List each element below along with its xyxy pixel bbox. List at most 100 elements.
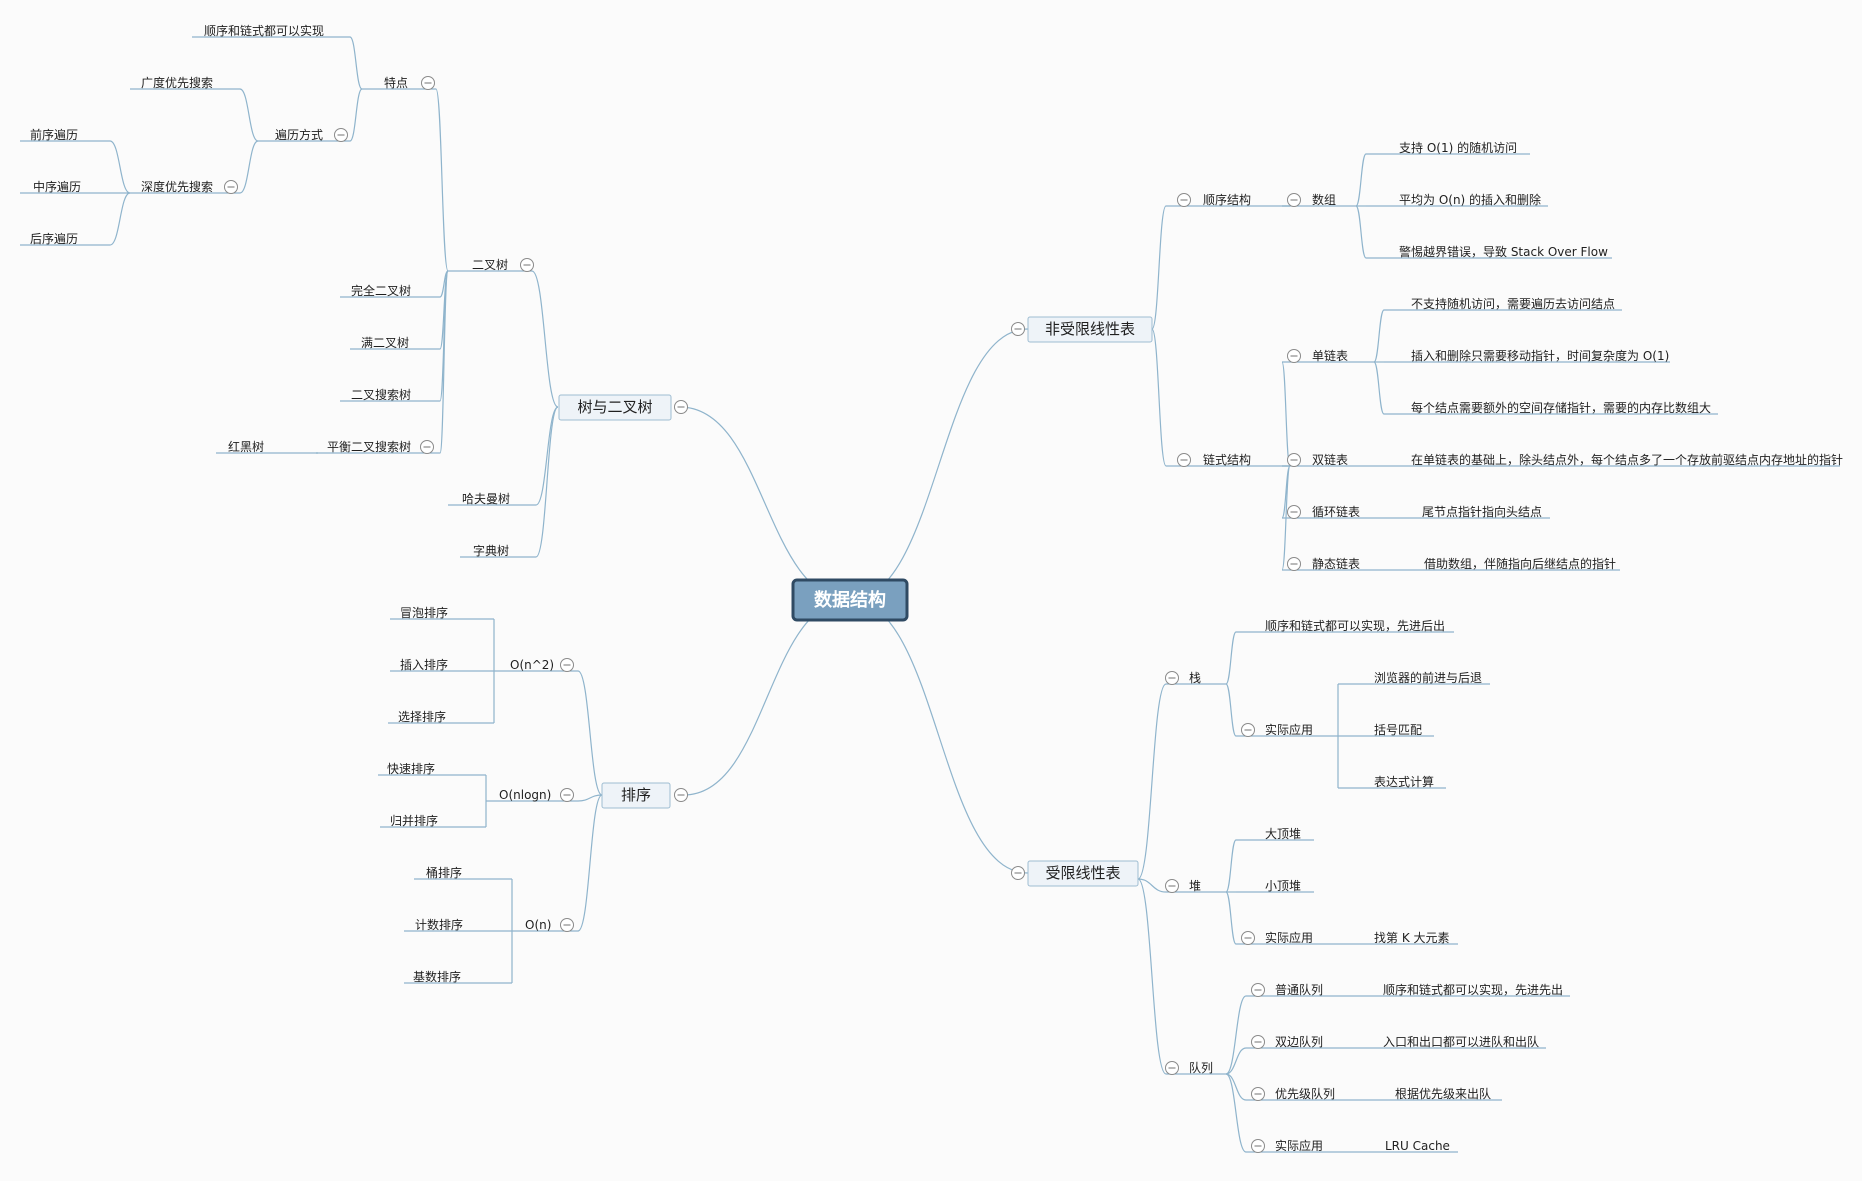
node-sort-bubble[interactable]: 冒泡排序 (400, 605, 448, 620)
connector-line (439, 270, 449, 454)
collapse-toggle-icon[interactable] (1251, 1087, 1265, 1101)
node-sort-insert[interactable]: 插入排序 (400, 657, 448, 672)
collapse-toggle-icon[interactable] (420, 440, 434, 454)
collapse-toggle-icon[interactable] (334, 128, 348, 142)
node-nonres-s3[interactable]: 每个结点需要额外的空间存储指针，需要的内存比数组大 (1411, 400, 1711, 415)
node-res-sa1[interactable]: 浏览器的前进与后退 (1374, 670, 1482, 685)
node-nonres-st1[interactable]: 借助数组，伴随指向后继结点的指针 (1424, 556, 1616, 571)
node-tree-features-item[interactable]: 顺序和链式都可以实现 (204, 23, 324, 38)
collapse-toggle-icon[interactable] (1241, 723, 1255, 737)
node-tree-features[interactable]: 特点 (384, 75, 408, 90)
node-res-q2[interactable]: 双边队列 (1275, 1034, 1323, 1049)
node-nonres-static[interactable]: 静态链表 (1312, 556, 1360, 571)
node-tree-balanced[interactable]: 平衡二叉搜索树 (327, 439, 411, 454)
collapse-toggle-icon[interactable] (674, 788, 688, 802)
connector-line (239, 140, 259, 194)
collapse-toggle-icon[interactable] (1287, 453, 1301, 467)
node-res-sa3[interactable]: 表达式计算 (1374, 774, 1434, 789)
node-tree-traversal[interactable]: 遍历方式 (275, 127, 323, 142)
connector-line (1225, 1047, 1247, 1075)
node-nonres-s1[interactable]: 不支持随机访问，需要遍历去访问结点 (1411, 296, 1615, 311)
node-tree-trie[interactable]: 字典树 (473, 543, 509, 558)
node-res-q1d[interactable]: 顺序和链式都可以实现，先进先出 (1383, 982, 1563, 997)
node-nonres-d1[interactable]: 在单链表的基础上，除头结点外，每个结点多了一个存放前驱结点内存地址的指针 (1411, 452, 1843, 467)
collapse-toggle-icon[interactable] (1165, 879, 1179, 893)
node-sort-select[interactable]: 选择排序 (398, 709, 446, 724)
node-tree-huffman[interactable]: 哈夫曼树 (462, 491, 510, 506)
node-nonres-a1[interactable]: 支持 O(1) 的随机访问 (1399, 140, 1517, 155)
topic-node-topics-nonres[interactable]: 非受限线性表 (1027, 316, 1153, 343)
node-tree-mid[interactable]: 中序遍历 (33, 179, 81, 194)
collapse-toggle-icon[interactable] (1287, 505, 1301, 519)
node-nonres-array[interactable]: 数组 (1312, 192, 1336, 207)
collapse-toggle-icon[interactable] (1011, 322, 1025, 336)
node-nonres-a2[interactable]: 平均为 O(n) 的插入和删除 (1399, 192, 1541, 207)
node-nonres-c1[interactable]: 尾节点指针指向头结点 (1422, 504, 1542, 519)
collapse-toggle-icon[interactable] (1165, 671, 1179, 685)
collapse-toggle-icon[interactable] (421, 76, 435, 90)
node-tree-binary[interactable]: 二叉树 (472, 257, 508, 272)
collapse-toggle-icon[interactable] (1287, 193, 1301, 207)
node-tree-complete[interactable]: 完全二叉树 (351, 283, 411, 298)
collapse-toggle-icon[interactable] (1251, 1035, 1265, 1049)
node-nonres-seq[interactable]: 顺序结构 (1203, 192, 1251, 207)
node-nonres-single[interactable]: 单链表 (1312, 348, 1348, 363)
node-sort-nlogn[interactable]: O(nlogn) (499, 788, 551, 802)
collapse-toggle-icon[interactable] (224, 180, 238, 194)
node-res-q4[interactable]: 实际应用 (1275, 1138, 1323, 1153)
collapse-toggle-icon[interactable] (1177, 193, 1191, 207)
node-res-q3d[interactable]: 根据优先级来出队 (1395, 1086, 1491, 1101)
node-res-heap2[interactable]: 小顶堆 (1265, 879, 1301, 893)
node-res-sa2[interactable]: 括号匹配 (1374, 722, 1422, 737)
collapse-toggle-icon[interactable] (674, 400, 688, 414)
node-sort-count[interactable]: 计数排序 (415, 917, 463, 932)
collapse-toggle-icon[interactable] (1177, 453, 1191, 467)
node-nonres-a3[interactable]: 警惕越界错误，导致 Stack Over Flow (1399, 244, 1608, 259)
collapse-toggle-icon[interactable] (1251, 983, 1265, 997)
node-res-stack-app[interactable]: 实际应用 (1265, 722, 1313, 737)
collapse-toggle-icon[interactable] (560, 658, 574, 672)
node-tree-pre[interactable]: 前序遍历 (30, 127, 78, 142)
node-sort-n[interactable]: O(n) (525, 918, 551, 932)
node-tree-bfs[interactable]: 广度优先搜索 (141, 75, 213, 90)
node-res-heap-app[interactable]: 实际应用 (1265, 930, 1313, 945)
connector-line (577, 794, 603, 932)
topic-node-topics-tree[interactable]: 树与二叉树 (558, 394, 672, 421)
collapse-toggle-icon[interactable] (560, 788, 574, 802)
node-res-queue[interactable]: 队列 (1189, 1060, 1213, 1075)
node-tree-rbtree[interactable]: 红黑树 (228, 439, 264, 454)
node-res-q4d[interactable]: LRU Cache (1385, 1139, 1450, 1153)
node-res-ha1[interactable]: 找第 K 大元素 (1374, 931, 1450, 945)
collapse-toggle-icon[interactable] (1251, 1139, 1265, 1153)
collapse-toggle-icon[interactable] (1287, 557, 1301, 571)
node-res-q2d[interactable]: 入口和出口都可以进队和出队 (1383, 1034, 1539, 1049)
node-sort-quick[interactable]: 快速排序 (387, 761, 435, 776)
collapse-toggle-icon[interactable] (560, 918, 574, 932)
node-nonres-circular[interactable]: 循环链表 (1312, 504, 1360, 519)
node-tree-dfs[interactable]: 深度优先搜索 (141, 179, 213, 194)
collapse-toggle-icon[interactable] (1241, 931, 1255, 945)
node-tree-post[interactable]: 后序遍历 (30, 231, 78, 246)
node-nonres-double[interactable]: 双链表 (1312, 452, 1348, 467)
node-sort-n2[interactable]: O(n^2) (510, 658, 554, 672)
collapse-toggle-icon[interactable] (520, 258, 534, 272)
root-node[interactable]: 数据结构 (791, 578, 909, 622)
node-res-q3[interactable]: 优先级队列 (1275, 1086, 1335, 1101)
node-res-stack[interactable]: 栈 (1189, 670, 1201, 685)
node-res-q1[interactable]: 普通队列 (1275, 982, 1323, 997)
collapse-toggle-icon[interactable] (1011, 866, 1025, 880)
node-res-stack1[interactable]: 顺序和链式都可以实现，先进后出 (1265, 618, 1445, 633)
node-res-heap[interactable]: 堆 (1189, 879, 1201, 893)
collapse-toggle-icon[interactable] (1165, 1061, 1179, 1075)
node-res-heap1[interactable]: 大顶堆 (1265, 827, 1301, 841)
node-sort-bucket[interactable]: 桶排序 (426, 865, 462, 880)
node-tree-bst[interactable]: 二叉搜索树 (351, 387, 411, 402)
node-sort-merge[interactable]: 归并排序 (390, 813, 438, 828)
topic-node-topics-sort[interactable]: 排序 (601, 782, 671, 809)
node-tree-full[interactable]: 满二叉树 (361, 335, 409, 350)
topic-node-topics-res[interactable]: 受限线性表 (1027, 860, 1139, 887)
node-nonres-linked[interactable]: 链式结构 (1203, 452, 1251, 467)
node-sort-radix[interactable]: 基数排序 (413, 969, 461, 984)
collapse-toggle-icon[interactable] (1287, 349, 1301, 363)
node-nonres-s2[interactable]: 插入和删除只需要移动指针，时间复杂度为 O(1) (1411, 348, 1669, 363)
